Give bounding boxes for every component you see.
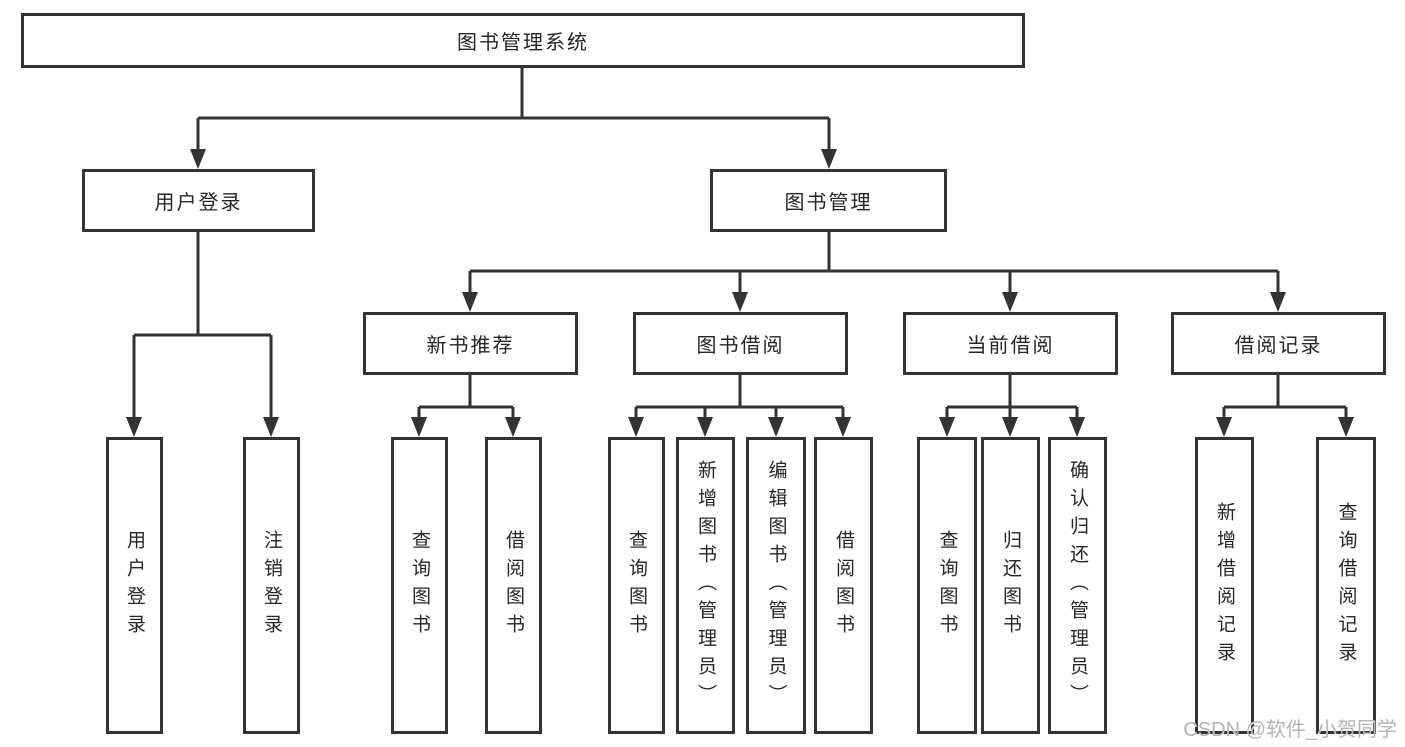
node-borrow-records: 借阅记录 xyxy=(1171,312,1386,375)
arrow-down-icon xyxy=(697,417,713,437)
arrow-down-icon xyxy=(835,417,851,437)
node-leaf-record-query: 查询借阅记录 xyxy=(1316,437,1376,734)
arrow-down-icon xyxy=(1270,292,1286,312)
arrow-down-icon xyxy=(821,149,837,169)
node-leaf-borrow-edit-admin: 编辑图书（管理员） xyxy=(746,437,806,734)
node-book-borrowing: 图书借阅 xyxy=(633,312,848,375)
arrow-down-icon xyxy=(505,417,521,437)
arrow-down-icon xyxy=(768,417,784,437)
arrow-down-icon xyxy=(190,149,206,169)
node-label: 查询图书 xyxy=(936,529,958,642)
node-leaf-record-add: 新增借阅记录 xyxy=(1195,437,1254,734)
node-leaf-logout: 注销登录 xyxy=(243,437,300,734)
node-leaf-newbook-query: 查询图书 xyxy=(391,437,448,734)
node-leaf-borrow-query: 查询图书 xyxy=(608,437,665,734)
node-leaf-newbook-borrow: 借阅图书 xyxy=(485,437,542,734)
arrow-down-icon xyxy=(462,292,478,312)
node-leaf-current-confirm-admin: 确认归还（管理员） xyxy=(1048,437,1107,734)
arrow-down-icon xyxy=(628,417,644,437)
node-label: 图书管理 xyxy=(784,192,873,214)
node-leaf-borrow-add-admin: 新增图书（管理员） xyxy=(676,437,735,734)
arrow-down-icon xyxy=(411,417,427,437)
node-label: 图书借阅 xyxy=(696,335,785,357)
node-book-management: 图书管理 xyxy=(710,169,947,232)
node-label: 确认归还（管理员） xyxy=(1067,459,1088,712)
arrow-down-icon xyxy=(939,417,955,437)
node-current-borrowing: 当前借阅 xyxy=(903,312,1118,375)
node-label: 查询图书 xyxy=(626,529,647,642)
node-label: 当前借阅 xyxy=(966,335,1055,357)
node-label: 注销登录 xyxy=(261,529,282,642)
node-label: 新增借阅记录 xyxy=(1214,501,1235,670)
node-new-book-recommend: 新书推荐 xyxy=(363,312,578,375)
node-label: 借阅图书 xyxy=(503,529,524,642)
node-label: 编辑图书（管理员） xyxy=(765,459,787,712)
node-root-system: 图书管理系统 xyxy=(21,13,1025,68)
node-label: 借阅记录 xyxy=(1234,335,1323,357)
node-label: 用户登录 xyxy=(154,192,243,214)
arrow-down-icon xyxy=(1002,417,1018,437)
arrow-down-icon xyxy=(1216,417,1232,437)
node-label: 借阅图书 xyxy=(833,529,854,642)
node-leaf-user-login: 用户登录 xyxy=(106,437,163,734)
node-leaf-borrow-borrow: 借阅图书 xyxy=(814,437,873,734)
arrow-down-icon xyxy=(1069,417,1085,437)
arrow-down-icon xyxy=(126,417,142,437)
node-label: 图书管理系统 xyxy=(457,32,589,54)
node-user-login-group: 用户登录 xyxy=(82,169,315,232)
node-label: 查询图书 xyxy=(409,529,430,642)
node-label: 用户登录 xyxy=(124,529,145,642)
node-label: 归还图书 xyxy=(1000,529,1021,642)
arrow-down-icon xyxy=(263,417,279,437)
arrow-down-icon xyxy=(1338,417,1354,437)
arrow-down-icon xyxy=(732,292,748,312)
arrow-down-icon xyxy=(1002,292,1018,312)
node-leaf-current-query: 查询图书 xyxy=(917,437,977,734)
node-leaf-current-return: 归还图书 xyxy=(981,437,1040,734)
node-label: 查询借阅记录 xyxy=(1335,501,1357,670)
node-label: 新书推荐 xyxy=(426,335,515,357)
csdn-watermark: CSDN @软件_小贺同学 xyxy=(1183,719,1397,741)
node-label: 新增图书（管理员） xyxy=(695,459,716,712)
